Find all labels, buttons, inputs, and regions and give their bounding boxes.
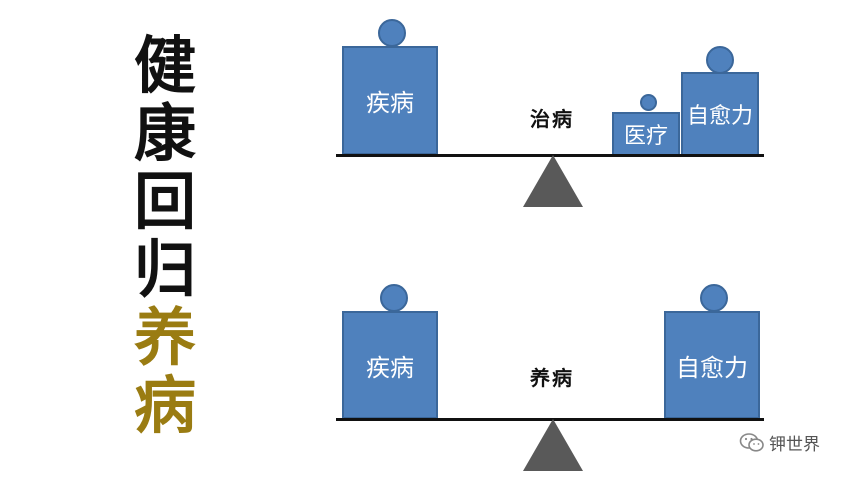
top-disease-label: 疾病 — [366, 89, 414, 117]
top-medical-weight-circle — [640, 94, 657, 111]
title-char: 回 — [133, 165, 196, 238]
bottom-selfheal-box: 自愈力 — [664, 311, 760, 419]
title-char: 归 — [133, 233, 196, 306]
wechat-icon — [739, 432, 764, 452]
title-char: 康 — [133, 97, 196, 170]
top-right-weight-circle — [706, 46, 734, 74]
bottom-disease-box: 疾病 — [342, 311, 438, 419]
top-selfheal-box: 自愈力 — [681, 72, 759, 156]
top-medical-box: 医疗 — [612, 112, 680, 156]
watermark-text: 钾世界 — [769, 435, 820, 455]
bottom-selfheal-label: 自愈力 — [676, 353, 748, 382]
watermark: 钾世界 — [739, 430, 820, 455]
top-center-label: 治病 — [530, 107, 574, 131]
vertical-title: 健 康 回 归 养 病 — [128, 32, 202, 440]
top-medical-label: 医疗 — [623, 124, 668, 149]
bottom-center-label: 养病 — [530, 366, 574, 390]
bottom-left-weight-circle — [380, 284, 408, 312]
bottom-disease-label: 疾病 — [366, 353, 414, 382]
top-left-weight-circle — [378, 19, 406, 47]
top-selfheal-label: 自愈力 — [686, 104, 753, 129]
bottom-fulcrum-triangle — [523, 419, 583, 471]
title-char: 健 — [133, 29, 196, 102]
title-char-highlight: 养 — [133, 301, 196, 374]
top-disease-box: 疾病 — [342, 46, 438, 155]
top-fulcrum-triangle — [523, 155, 583, 207]
bottom-right-weight-circle — [700, 284, 728, 312]
title-char-highlight: 病 — [133, 369, 196, 442]
